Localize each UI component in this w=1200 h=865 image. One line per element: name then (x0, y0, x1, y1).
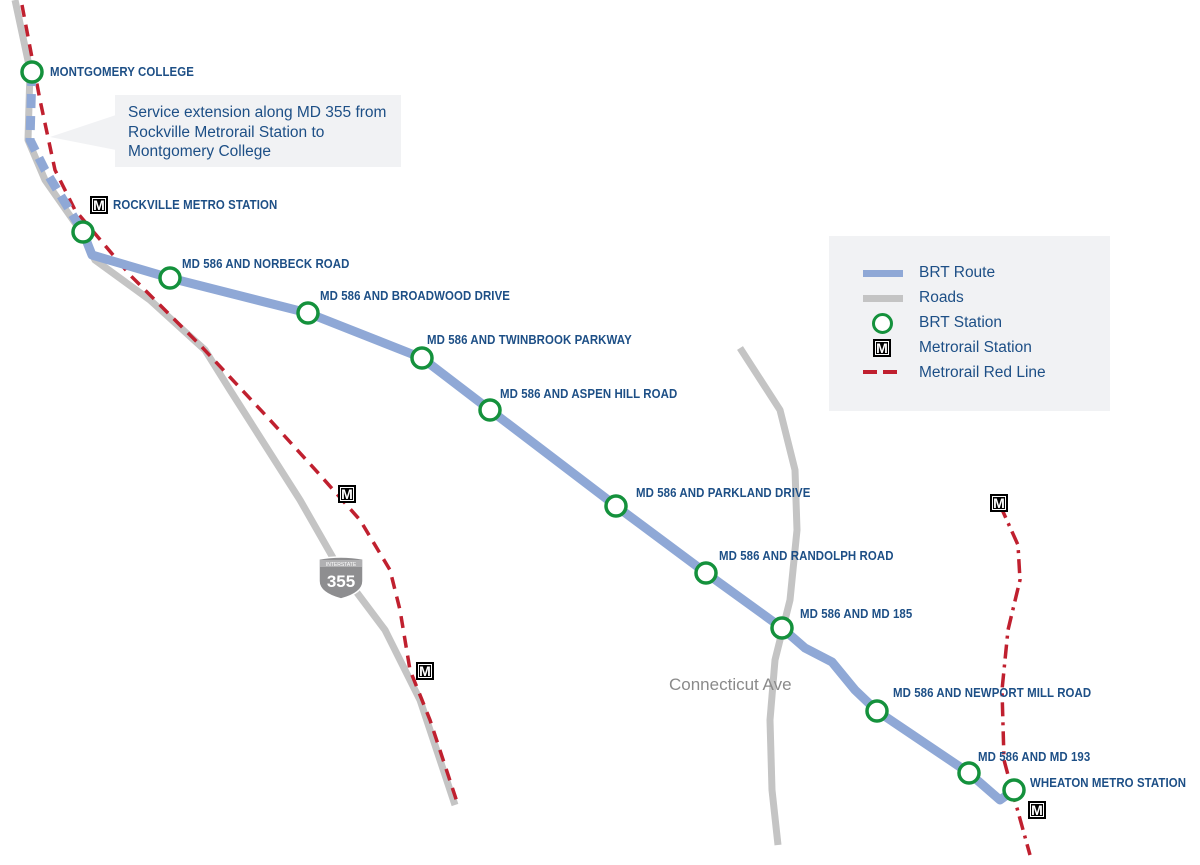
interstate-number: 355 (327, 572, 355, 591)
legend-brt-route: BRT Route (829, 261, 1110, 285)
brt-station-marker[interactable] (1002, 778, 1026, 802)
callout-text: Service extension along MD 355 from Rock… (128, 104, 387, 160)
station-label[interactable]: MD 586 AND RANDOLPH ROAD (719, 548, 894, 563)
brt-station-icon (872, 313, 893, 334)
station-label[interactable]: MD 586 AND NEWPORT MILL ROAD (893, 685, 1092, 700)
station-label[interactable]: MD 586 AND NORBECK ROAD (182, 256, 350, 271)
metrorail-station-icon[interactable]: M (416, 662, 434, 680)
legend-label: BRT Station (919, 314, 1003, 331)
station-label[interactable]: MD 586 AND ASPEN HILL ROAD (500, 386, 678, 401)
road-swatch (863, 295, 903, 302)
brt-station-marker[interactable] (71, 220, 95, 244)
metro-icon: M (873, 339, 891, 357)
legend-roads: Roads (829, 286, 1110, 310)
legend: BRT Route Roads BRT Station M Metrorail … (829, 236, 1110, 411)
legend-metrorail-station: M Metrorail Station (829, 336, 1110, 360)
station-label[interactable]: ROCKVILLE METRO STATION (113, 197, 278, 212)
station-label[interactable]: MD 586 AND TWINBROOK PARKWAY (427, 332, 632, 347)
red-line-swatch (863, 370, 903, 374)
red-line-west (20, 4, 460, 806)
metrorail-station-icon[interactable]: M (990, 494, 1008, 512)
metrorail-station-icon[interactable]: M (338, 485, 356, 503)
legend-brt-station: BRT Station (829, 311, 1110, 335)
brt-station-marker[interactable] (957, 761, 981, 785)
brt-station-marker[interactable] (478, 398, 502, 422)
brt-station-marker[interactable] (694, 561, 718, 585)
legend-red-line: Metrorail Red Line (829, 361, 1110, 385)
interstate-shield: INTERSTATE 355 (318, 556, 364, 600)
legend-label: Metrorail Station (919, 339, 1032, 356)
station-label[interactable]: WHEATON METRO STATION (1030, 775, 1187, 790)
legend-label: Roads (919, 289, 964, 306)
legend-label: BRT Route (919, 264, 996, 281)
station-label[interactable]: MD 586 AND PARKLAND DRIVE (636, 485, 811, 500)
station-label[interactable]: MD 586 AND BROADWOOD DRIVE (320, 288, 511, 303)
brt-station-marker[interactable] (770, 616, 794, 640)
metrorail-station-icon[interactable]: M (90, 196, 108, 214)
red-line-east (998, 504, 1032, 856)
brt-route-extension (25, 71, 87, 235)
metrorail-station-icon[interactable]: M (1028, 801, 1046, 819)
brt-route-swatch (863, 270, 903, 277)
brt-station-marker[interactable] (865, 699, 889, 723)
station-label[interactable]: MD 586 AND MD 193 (978, 749, 1091, 764)
callout-pointer (50, 115, 116, 150)
brt-station-marker[interactable] (158, 266, 182, 290)
road-label-connecticut-ave: Connecticut Ave (669, 675, 792, 694)
service-extension-callout: Service extension along MD 355 from Rock… (115, 95, 401, 167)
station-label[interactable]: MONTGOMERY COLLEGE (50, 64, 194, 79)
brt-station-marker[interactable] (604, 494, 628, 518)
station-label[interactable]: MD 586 AND MD 185 (800, 606, 913, 621)
brt-route (78, 230, 1017, 805)
road-connecticut-ave (737, 346, 801, 846)
interstate-top-label: INTERSTATE (326, 562, 357, 568)
brt-station-marker[interactable] (20, 60, 44, 84)
brt-station-marker[interactable] (410, 346, 434, 370)
brt-station-marker[interactable] (296, 301, 320, 325)
legend-label: Metrorail Red Line (919, 364, 1046, 381)
